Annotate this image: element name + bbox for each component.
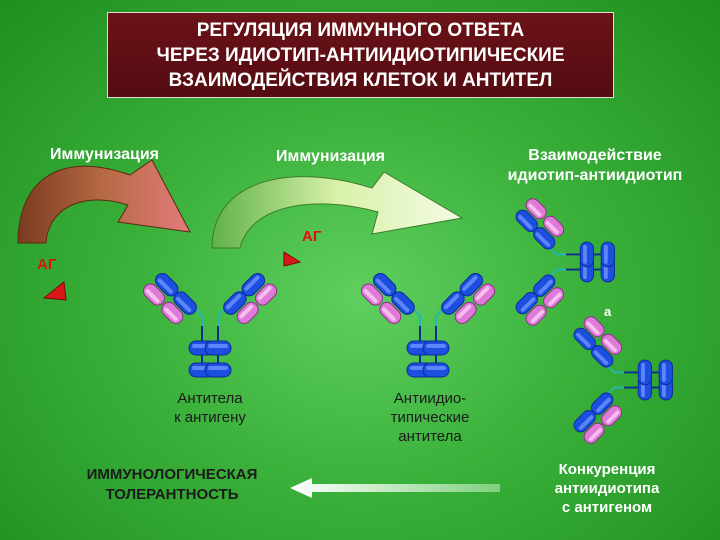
idiotype-antiidiotype-antibody-top: [513, 196, 615, 328]
immunization-label-2: Иммунизация: [276, 148, 386, 165]
immunization-arrow-green: [211, 171, 464, 249]
title-box: РЕГУЛЯЦИЯ ИММУННОГО ОТВЕТА ЧЕРЕЗ ИДИОТИП…: [107, 12, 614, 98]
tolerance-label: ИММУНОЛОГИЧЕСКАЯ ТОЛЕРАНТНОСТЬ: [62, 465, 282, 505]
title-line-2: ЧЕРЕЗ ИДИОТИП-АНТИИДИОТИПИЧЕСКИЕ: [156, 44, 565, 66]
interaction-label-line-2: идиотип-антиидиотип: [507, 167, 683, 184]
anti-idiotypic-caption-line-1: Антиидио-: [393, 390, 467, 407]
immunization-arrow-brown: [17, 159, 191, 244]
antigen-triangle-middle: [283, 251, 302, 267]
interaction-label: Взаимодействие идиотип-антиидиотип: [488, 146, 702, 186]
competition-label-line-3: с антигеном: [561, 499, 653, 516]
competition-label-line-1: Конкуренция: [558, 461, 656, 478]
antibodies-caption-line-1: Антитела: [177, 390, 243, 407]
tolerance-label-line-2: ТОЛЕРАНТНОСТЬ: [105, 486, 239, 503]
competition-label: Конкуренция антиидиотипа с антигеном: [528, 460, 686, 517]
tolerance-label-line-1: ИММУНОЛОГИЧЕСКАЯ: [86, 466, 258, 483]
competition-label-line-2: антиидиотипа: [554, 480, 660, 497]
antibody-to-antigen: [141, 270, 280, 377]
antibodies-caption: Антитела к антигену: [150, 389, 270, 427]
tolerance-arrow: [290, 478, 500, 498]
idiotype-antiidiotype-antibody-bottom: [571, 314, 673, 446]
interaction-label-line-1: Взаимодействие: [528, 147, 662, 164]
immunization-label-1: Иммунизация: [50, 146, 160, 163]
title-line-1: РЕГУЛЯЦИЯ ИММУННОГО ОТВЕТА: [196, 19, 525, 41]
title-line-3: ВЗАИМОДЕЙСТВИЯ КЛЕТОК И АНТИТЕЛ: [168, 69, 553, 91]
anti-idiotypic-antibody: [359, 270, 498, 377]
antibodies-caption-line-2: к антигену: [174, 409, 246, 426]
antigen-triangle-left: [42, 281, 67, 301]
antigen-label-middle: АГ: [302, 228, 322, 245]
antigen-label-left: АГ: [37, 256, 57, 273]
anti-idiotypic-caption-line-3: антитела: [398, 428, 462, 445]
anti-idiotypic-caption-line-2: типические: [390, 409, 470, 426]
anti-idiotypic-caption: Антиидио- типические антитела: [370, 389, 490, 446]
antigen-label-fragment: а: [604, 304, 612, 319]
